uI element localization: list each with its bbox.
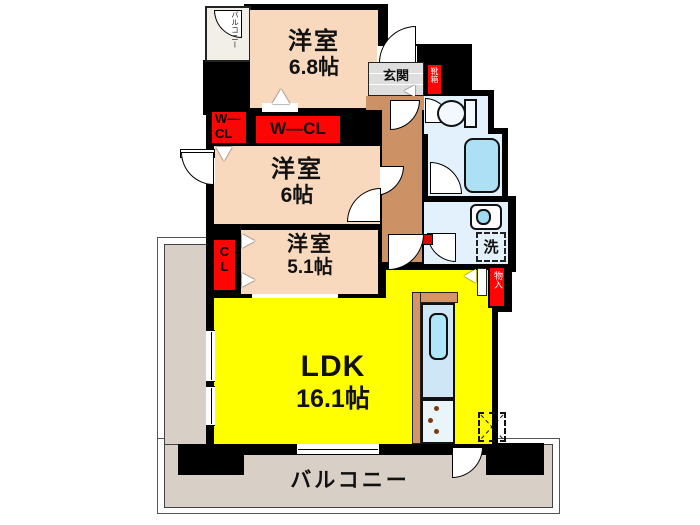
washbasin-icon — [470, 204, 502, 230]
bedroom-68-label: 洋室 6.8帖 — [254, 28, 374, 80]
bedroom-6-size: 6帖 — [280, 183, 314, 207]
bedroom-68-door-gap — [262, 103, 298, 112]
stove-burner-icon — [428, 418, 433, 423]
bedroom-6-name: 洋室 — [271, 156, 323, 183]
stove-burner-icon — [434, 429, 439, 434]
shoe-box-label: 靴箱 — [430, 67, 439, 83]
walkin-closet-left: W—CL — [210, 110, 248, 145]
shoe-box: 靴箱 — [426, 63, 443, 96]
entrance-label: 玄関 — [382, 68, 409, 83]
bedroom-68-size: 6.8帖 — [288, 55, 340, 79]
washbasin-bowl-icon — [476, 209, 491, 225]
ldk-name: LDK — [300, 350, 366, 383]
ldk-label: LDK 16.1帖 — [233, 350, 433, 413]
ldk-window-left-2 — [206, 386, 215, 426]
bedroom-51-closet-triangle-top — [242, 234, 255, 248]
fridge-space — [478, 412, 506, 442]
closet-cl: CL — [212, 238, 237, 292]
wall-pillar-top-left — [203, 60, 251, 115]
laundry-space: 洗 — [476, 232, 506, 262]
room-bedroom-68 — [250, 10, 378, 108]
toilet-tank-icon — [464, 99, 477, 128]
bathtub-icon — [464, 138, 500, 193]
storage-box: 物入 — [488, 266, 506, 308]
small-balcony-label: バルコニー — [230, 11, 240, 49]
entrance-tile — [368, 62, 424, 96]
toilet-bowl-icon — [437, 100, 466, 127]
ldk-window-left-1 — [206, 330, 215, 382]
bedroom-51-closet-triangle-bottom — [242, 273, 255, 287]
room-bedroom-51 — [241, 230, 378, 294]
bedroom-51-size: 5.1帖 — [287, 257, 333, 279]
stove-burner-icon — [434, 406, 439, 411]
kitchen-sink-icon — [429, 313, 448, 360]
ldk-size: 16.1帖 — [296, 384, 370, 413]
wall-pillar-bottom-left — [178, 444, 244, 475]
balcony-label: バルコニー — [290, 469, 410, 492]
storage-door-triangle — [464, 269, 476, 283]
closet-cl-label: CL — [217, 244, 232, 274]
storage-door-leaf — [477, 268, 487, 296]
bedroom-68-door-triangle — [272, 89, 290, 104]
walkin-closet-top: W—CL — [254, 114, 342, 145]
entrance-step-triangle — [404, 85, 415, 97]
bedroom-6-ext-door-arc — [181, 152, 214, 185]
storage-label: 物入 — [493, 271, 503, 289]
bedroom-6-door-triangle — [216, 147, 232, 161]
bedroom-6-label: 洋室 6帖 — [237, 156, 357, 208]
kitchen-counter-side-trim — [412, 292, 421, 444]
bedroom-68-name: 洋室 — [288, 28, 340, 55]
bedroom-51-name: 洋室 — [287, 233, 333, 256]
wall-pillar-bottom-right — [486, 443, 544, 475]
ldk-balcony-window — [296, 444, 380, 454]
bedroom-51-label: 洋室 5.1帖 — [250, 233, 370, 279]
